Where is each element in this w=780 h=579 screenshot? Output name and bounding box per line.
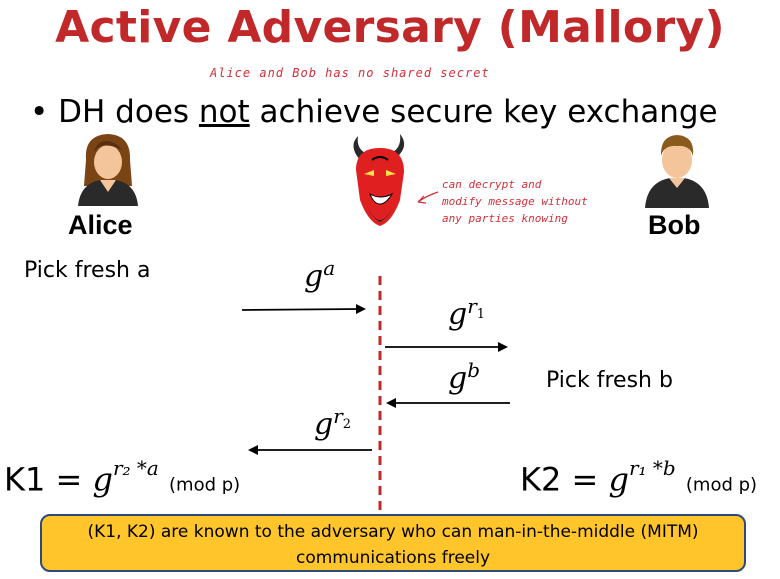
msg-g-r2-exp: r <box>333 404 343 428</box>
msg-g-r1-exp: r <box>467 294 477 318</box>
k2-label: K2 = <box>520 460 609 499</box>
k2-mod: (mod p) <box>685 474 758 496</box>
msg-g-b: gb <box>448 358 480 396</box>
mitm-summary-line-1: (K1, K2) are known to the adversary who … <box>87 522 699 542</box>
note-devil-line-2: modify message without <box>442 195 588 208</box>
note-devil-line-1: can decrypt and <box>442 178 542 191</box>
msg-g-a: ga <box>304 256 335 294</box>
bob-avatar-icon <box>645 135 709 208</box>
main-bullet: • DH does not achieve secure key exchang… <box>30 92 718 132</box>
mallory-devil-icon <box>353 134 405 226</box>
alice-action: Pick fresh a <box>24 258 151 283</box>
alice-name: Alice <box>68 210 133 240</box>
k1-base: g <box>92 460 113 499</box>
msg-g-a-base: g <box>304 259 324 294</box>
msg-g-r2: gr2 <box>314 404 351 442</box>
bullet-text-not: not <box>198 94 250 130</box>
k2-base: g <box>608 460 629 499</box>
bullet-text-after: achieve secure key exchange <box>249 94 718 130</box>
note-pointer-arrow <box>417 191 439 204</box>
k2-exponent: r₁ *b <box>628 456 676 480</box>
bob-action: Pick fresh b <box>546 368 673 393</box>
msg-g-r1-sub: 1 <box>476 307 486 322</box>
bob-name: Bob <box>648 210 701 240</box>
arrow-alice-to-mallory <box>241 304 366 314</box>
k1-label: K1 = <box>4 460 93 499</box>
msg-g-r1-base: g <box>448 297 468 332</box>
msg-g-b-exp: b <box>467 358 481 382</box>
arrow-bob-to-mallory <box>386 398 510 408</box>
arrow-mallory-to-alice <box>248 445 372 455</box>
arrow-mallory-to-bob <box>385 342 508 352</box>
note-devil: can decrypt and modify message without a… <box>442 176 588 227</box>
alice-avatar-icon <box>78 134 138 206</box>
msg-g-a-exp: a <box>323 256 336 280</box>
msg-g-r2-sub: 2 <box>342 417 352 432</box>
k1-mod: (mod p) <box>169 474 241 496</box>
msg-g-r2-base: g <box>314 407 334 442</box>
msg-g-r1: gr1 <box>448 294 485 332</box>
mitm-summary-line-2: communications freely <box>295 548 491 568</box>
k2-equation: K2 = gr₁ *b (mod p) <box>520 456 758 499</box>
note-devil-line-3: any parties knowing <box>442 212 568 225</box>
k1-equation: K1 = gr₂ *a (mod p) <box>4 456 241 499</box>
k1-exponent: r₂ *a <box>112 456 159 480</box>
msg-g-b-base: g <box>448 361 468 396</box>
bullet-text-before: DH does <box>58 94 199 130</box>
slide-title: Active Adversary (Mallory) <box>55 2 725 53</box>
note-no-shared-secret: Alice and Bob has no shared secret <box>210 66 490 80</box>
mitm-summary-box: (K1, K2) are known to the adversary who … <box>40 514 746 572</box>
bullet-dot: • <box>30 94 59 130</box>
